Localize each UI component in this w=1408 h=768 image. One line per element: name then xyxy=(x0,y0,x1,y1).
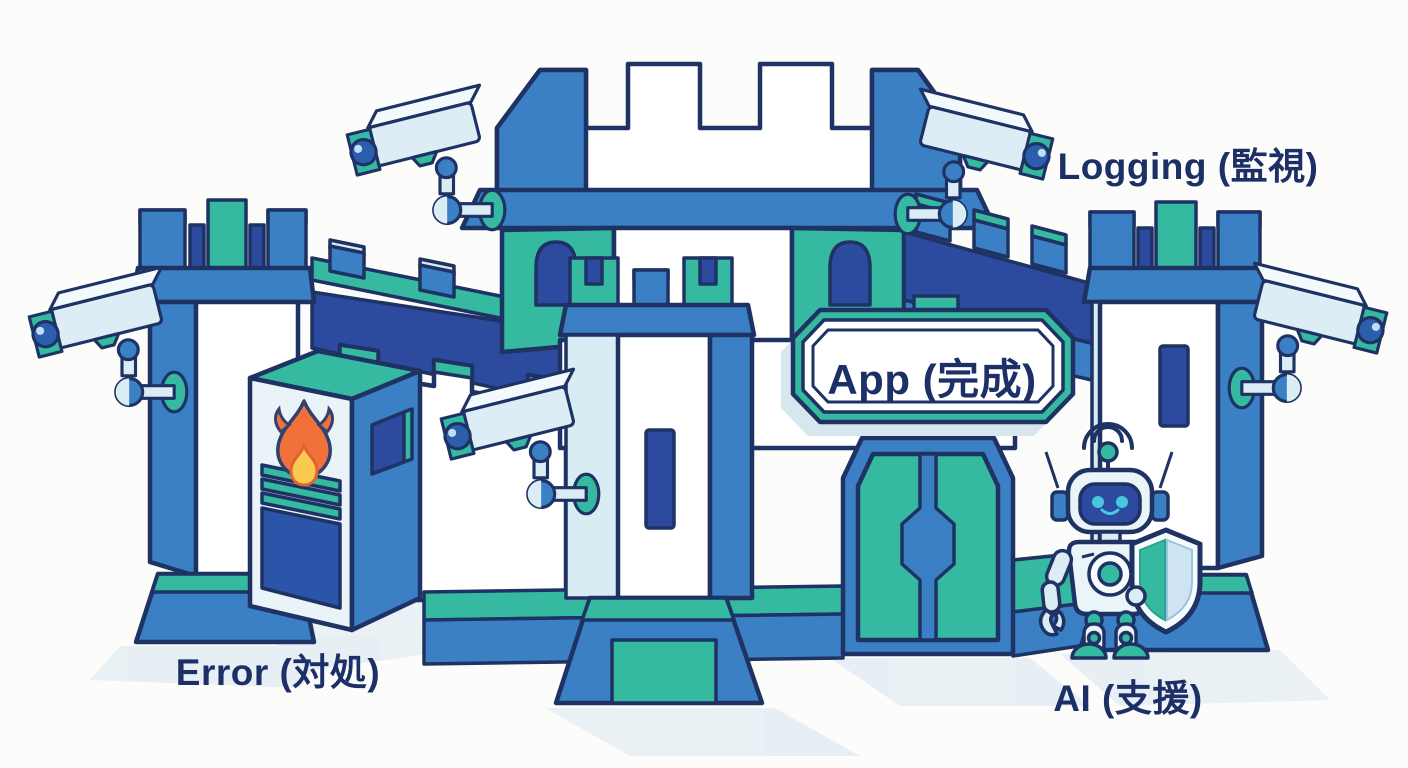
arch-window xyxy=(828,240,872,307)
wifi-signal-icon xyxy=(1082,422,1134,450)
castle-gate xyxy=(840,435,1016,657)
logging-label: Logging (監視) xyxy=(1057,146,1319,187)
doorway xyxy=(260,506,342,610)
fire-door-building xyxy=(247,348,423,633)
cctv-camera-icon xyxy=(340,83,507,232)
shield-icon xyxy=(1129,527,1203,635)
app-plaque xyxy=(781,294,1076,436)
app-label: App (完成) xyxy=(827,356,1037,403)
error-label: Error (対処) xyxy=(175,652,381,693)
ai-label: AI (支援) xyxy=(1053,678,1203,719)
robot-visor xyxy=(1078,482,1142,526)
ai-robot-icon xyxy=(1038,422,1203,660)
flame-icon xyxy=(274,399,334,487)
robot-hand xyxy=(1125,585,1147,607)
window-slot xyxy=(644,428,676,530)
inner-tower-left xyxy=(553,256,765,706)
window-slot xyxy=(1158,344,1190,428)
side-window xyxy=(370,410,406,476)
